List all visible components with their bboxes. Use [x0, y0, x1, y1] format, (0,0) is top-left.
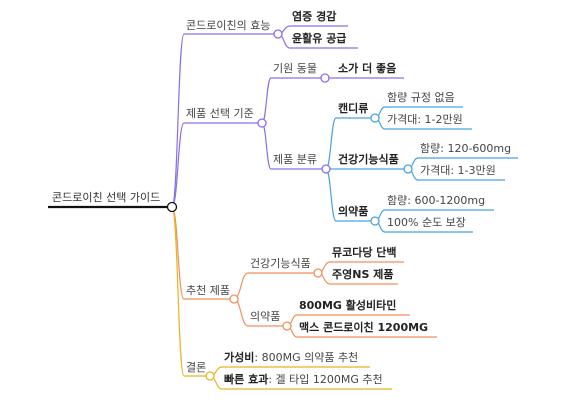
leaf-cow-is-better: 소가 더 좋음	[338, 62, 397, 75]
leaf-value-for-money-key: 가성비	[224, 351, 255, 364]
node-rec-medicine-connector	[282, 321, 292, 331]
node-category-connector	[321, 164, 331, 174]
edge-category-candy	[325, 117, 337, 170]
leaf-mucopolysaccharide: 뮤코다당 단백	[332, 246, 397, 259]
leaf-value-for-money-text: : 800MG 의약품 추천	[254, 351, 359, 364]
node-candy-connector	[370, 113, 380, 123]
leaf-medicine-content: 함량: 600-1200mg	[387, 194, 486, 207]
leaf-lubrication-supply: 윤활유 공급	[292, 32, 347, 45]
node-rec-health-food-label: 건강기능식품	[250, 257, 311, 270]
node-efficacy-connector	[273, 29, 283, 39]
branch-recommended-products-label: 추천 제품	[186, 284, 230, 297]
edge-criteria-category	[261, 122, 272, 170]
node-medicine-connector	[370, 216, 380, 226]
leaf-value-for-money: 가성비: 800MG 의약품 추천	[224, 351, 358, 364]
node-recommend-connector	[229, 294, 239, 304]
edge-root-conclusion	[171, 206, 185, 377]
leaf-health-food-content: 함량: 120-600mg	[420, 142, 512, 155]
leaf-fast-effect-key: 빠른 효과	[224, 373, 269, 386]
branch-selection-criteria-label: 제품 선택 기준	[186, 107, 254, 120]
node-conclusion-connector	[205, 371, 215, 381]
root-node-label: 콘드로이친 선택 가이드	[52, 191, 161, 204]
leaf-candy-content: 함량 규정 없음	[387, 91, 455, 104]
edge-category-medicine	[325, 168, 337, 222]
root-connector	[166, 201, 178, 213]
branch-conclusion-label: 결론	[186, 361, 207, 374]
edge-criteria-origin	[261, 77, 272, 124]
node-candy-label: 캔디류	[338, 102, 369, 115]
node-rec-medicine-label: 의약품	[250, 310, 281, 323]
node-health-food-label: 건강기능식품	[338, 153, 399, 166]
leaf-medicine-purity: 100% 순도 보장	[387, 216, 466, 229]
node-medicine-label: 의약품	[338, 205, 369, 218]
leaf-800mg-vitamin: 800MG 활성비타민	[299, 299, 397, 312]
node-origin-connector	[320, 73, 330, 83]
leaf-health-food-price: 가격대: 1-3만원	[420, 164, 496, 177]
leaf-inflammation-relief: 염증 경감	[292, 10, 337, 23]
node-product-category-label: 제품 분류	[273, 153, 317, 166]
node-rec-healthfood-connector	[313, 268, 323, 278]
branch-efficacy-label: 콘드로이친의 효능	[186, 19, 271, 32]
node-healthfood-connector	[403, 164, 413, 174]
leaf-max-chondroitin: 맥스 콘드로이친 1200MG	[299, 321, 429, 334]
leaf-candy-price: 가격대: 1-2만원	[387, 113, 463, 126]
edge-root-efficacy	[171, 33, 185, 208]
node-origin-animal-label: 기원 동물	[273, 62, 317, 75]
node-criteria-connector	[257, 118, 267, 128]
leaf-fast-effect-text: : 겔 타입 1200MG 추천	[268, 373, 383, 386]
leaf-juyoung-ns: 주영NS 제품	[332, 268, 394, 281]
leaf-fast-effect: 빠른 효과: 겔 타입 1200MG 추천	[224, 373, 383, 386]
